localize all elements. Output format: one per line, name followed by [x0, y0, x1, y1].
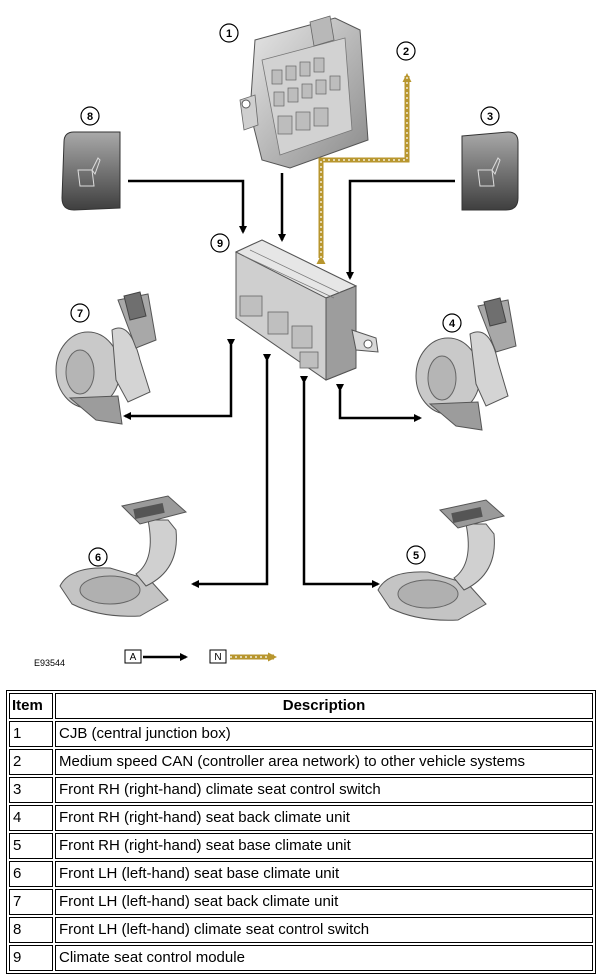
row-description: Front LH (left-hand) seat back climate u… [55, 889, 593, 915]
callout-4: 4 [442, 313, 462, 333]
table-row: 7 Front LH (left-hand) seat back climate… [9, 889, 593, 915]
lh-seat-base-climate-unit [59, 495, 188, 617]
svg-text:6: 6 [95, 552, 101, 564]
callout-1: 1 [219, 23, 239, 43]
table-row: 6 Front LH (left-hand) seat base climate… [9, 861, 593, 887]
svg-text:2: 2 [403, 46, 409, 58]
svg-text:7: 7 [77, 308, 83, 320]
table-row: 5 Front RH (right-hand) seat base climat… [9, 833, 593, 859]
svg-text:3: 3 [487, 111, 493, 123]
legend-table: Item Description 1 CJB (central junction… [6, 690, 596, 974]
table-row: 8 Front LH (left-hand) climate seat cont… [9, 917, 593, 943]
hardwired-connections [123, 173, 455, 588]
row-item: 1 [9, 721, 53, 747]
can-connection [316, 73, 412, 264]
svg-text:N: N [214, 652, 221, 663]
callout-2: 2 [396, 41, 416, 61]
row-description: Climate seat control module [55, 945, 593, 971]
system-diagram: 1 2 3 4 5 6 7 8 9 E93544 A N [34, 15, 519, 668]
reference-code: E93544 [34, 658, 65, 668]
line-module-lh-seat-base [191, 354, 271, 588]
row-description: Front RH (right-hand) climate seat contr… [55, 777, 593, 803]
line-rh-switch-to-module [346, 179, 455, 280]
table-row: 9 Climate seat control module [9, 945, 593, 971]
table-row: 3 Front RH (right-hand) climate seat con… [9, 777, 593, 803]
row-description: Front LH (left-hand) seat base climate u… [55, 861, 593, 887]
row-description: Front RH (right-hand) seat base climate … [55, 833, 593, 859]
row-description: Front LH (left-hand) climate seat contro… [55, 917, 593, 943]
callout-6: 6 [88, 547, 108, 567]
header-item: Item [9, 693, 53, 719]
row-description: Front RH (right-hand) seat back climate … [55, 805, 593, 831]
callout-9: 9 [210, 233, 230, 253]
rh-seat-back-climate-unit [415, 297, 517, 431]
row-item: 4 [9, 805, 53, 831]
header-description: Description [55, 693, 593, 719]
callout-5: 5 [406, 545, 426, 565]
svg-text:5: 5 [413, 550, 419, 562]
line-module-rh-seat-back [336, 384, 422, 422]
key-hardwired: A [124, 649, 188, 664]
row-item: 8 [9, 917, 53, 943]
svg-text:4: 4 [449, 318, 456, 330]
callout-8: 8 [80, 106, 100, 126]
climate-seat-control-module [234, 239, 379, 381]
lh-seat-back-climate-unit [55, 291, 157, 425]
row-description: Medium speed CAN (controller area networ… [55, 749, 593, 775]
cjb-component [239, 15, 369, 169]
row-item: 9 [9, 945, 53, 971]
table-row: 4 Front RH (right-hand) seat back climat… [9, 805, 593, 831]
svg-text:1: 1 [226, 28, 232, 40]
line-module-rh-seat-base [300, 376, 380, 588]
line-lh-switch-to-module [128, 179, 247, 234]
rh-seat-base-climate-unit [377, 499, 506, 621]
row-item: 5 [9, 833, 53, 859]
callout-7: 7 [70, 303, 90, 323]
svg-text:A: A [130, 652, 137, 663]
rh-climate-seat-switch [461, 131, 519, 211]
row-item: 3 [9, 777, 53, 803]
table-header-row: Item Description [9, 693, 593, 719]
row-description: CJB (central junction box) [55, 721, 593, 747]
svg-text:9: 9 [217, 238, 223, 250]
row-item: 6 [9, 861, 53, 887]
lh-climate-seat-switch [61, 131, 121, 211]
row-item: 7 [9, 889, 53, 915]
table-row: 1 CJB (central junction box) [9, 721, 593, 747]
table-row: 2 Medium speed CAN (controller area netw… [9, 749, 593, 775]
key-can: N [209, 649, 277, 664]
callout-3: 3 [480, 106, 500, 126]
row-item: 2 [9, 749, 53, 775]
svg-text:8: 8 [87, 111, 93, 123]
